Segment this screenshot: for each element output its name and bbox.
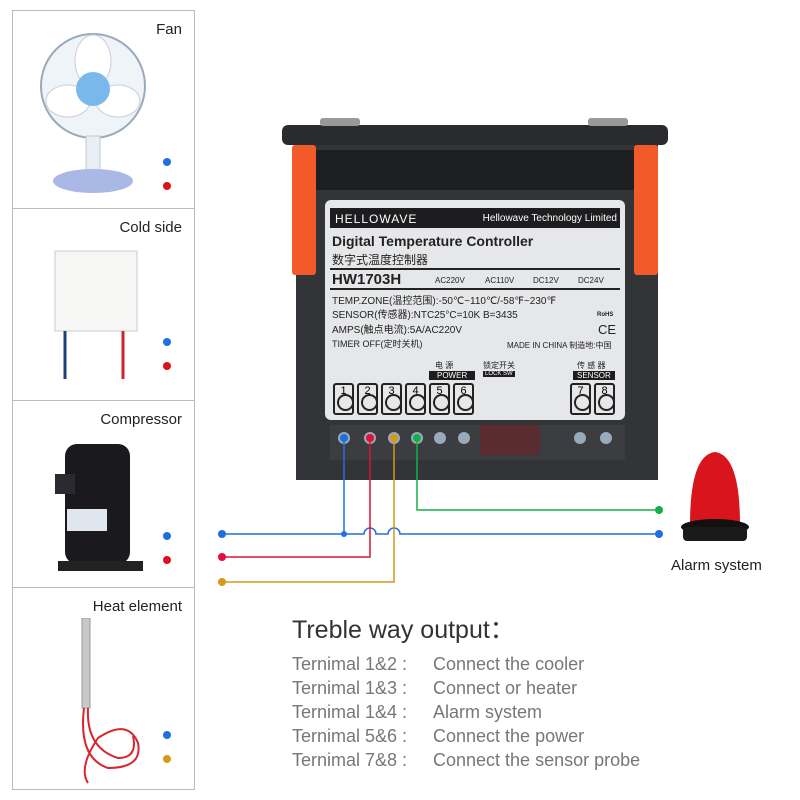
green-wire	[416, 438, 659, 511]
terminal-1: 1	[333, 383, 354, 415]
ce-mark: CE	[598, 322, 617, 337]
fan-image	[40, 33, 146, 193]
alarm-light-image	[681, 452, 749, 541]
blue-wire-dot	[163, 158, 171, 166]
terminal-4: 4	[405, 383, 426, 415]
timer-off: TIMER OFF(定时关机)	[332, 339, 423, 349]
blue-wire-dot	[163, 532, 171, 540]
voltage-ac220: AC220V	[435, 276, 465, 285]
terminal-8: 8	[594, 383, 615, 415]
terminal-6: 6	[453, 383, 474, 415]
alarm-label: Alarm system	[671, 557, 762, 574]
red-wire	[222, 438, 371, 558]
voltage-ac110: AC110V	[485, 276, 515, 285]
output-row: Ternimal 7&8 :Connect the sensor probe	[292, 750, 641, 770]
sensor-cn: 传 感 器	[577, 361, 606, 370]
controller-label-plate: HELLOWAVE Hellowave Technology Limited D…	[325, 200, 625, 420]
blue-wire-dot	[163, 731, 171, 739]
red-wire-dot	[163, 182, 171, 190]
lock-cn: 锁定开关	[483, 361, 515, 370]
blue-wire-dot	[163, 338, 171, 346]
terminal-5: 5	[429, 383, 450, 415]
terminal-2: 2	[357, 383, 378, 415]
orange-wire-dot	[163, 755, 171, 763]
red-wire-dot	[163, 556, 171, 564]
device-panel-compressor: Compressor	[12, 400, 195, 588]
temp-zone: TEMP.ZONE(温控范围):-50℃~110℃/-58℉~230℉	[332, 296, 556, 307]
amps: AMPS(触点电流):5A/AC220V	[332, 325, 463, 336]
heat-element-image	[81, 618, 140, 784]
power-label: POWER	[429, 371, 476, 380]
peltier-image	[54, 250, 138, 379]
device-label: Cold side	[119, 219, 182, 236]
title-cn: 数字式温度控制器	[332, 253, 429, 267]
sensor-spec: SENSOR(传感器):NTC25°C=10K B=3435	[332, 310, 518, 321]
title: Digital Temperature Controller	[332, 233, 534, 249]
company: Hellowave Technology Limited	[482, 213, 617, 224]
output-row: Ternimal 1&3 :Connect or heater	[292, 678, 578, 698]
voltage-dc12: DC12V	[533, 276, 559, 285]
device-label: Heat element	[92, 598, 182, 615]
brand: HELLOWAVE	[335, 212, 418, 226]
power-cn: 电 源	[435, 361, 454, 370]
output-row: Ternimal 1&4 :Alarm system	[292, 702, 543, 722]
terminal-3: 3	[381, 383, 402, 415]
terminal-7: 7	[570, 383, 591, 415]
compressor-image	[55, 444, 143, 571]
output-heading: Treble way output：	[292, 616, 515, 644]
red-wire-dot	[163, 362, 171, 370]
model: HW1703H	[332, 271, 402, 288]
device-label: Compressor	[100, 411, 182, 428]
lock-label: LOCK SW	[483, 371, 515, 377]
device-panel-fan: Fan	[12, 10, 195, 209]
voltage-dc24: DC24V	[578, 276, 604, 285]
device-label: Fan	[156, 21, 182, 38]
rohs-mark: RoHS	[597, 312, 614, 318]
orange-wire	[222, 438, 395, 583]
sensor-label: SENSOR	[573, 371, 615, 380]
output-row: Ternimal 1&2 :Connect the cooler	[292, 654, 585, 674]
blue-wire	[222, 438, 659, 535]
made-in: MADE IN CHINA 制造地:中国	[507, 341, 612, 350]
device-panel-heat-element: Heat element	[12, 587, 195, 790]
output-row: Ternimal 5&6 :Connect the power	[292, 726, 585, 746]
